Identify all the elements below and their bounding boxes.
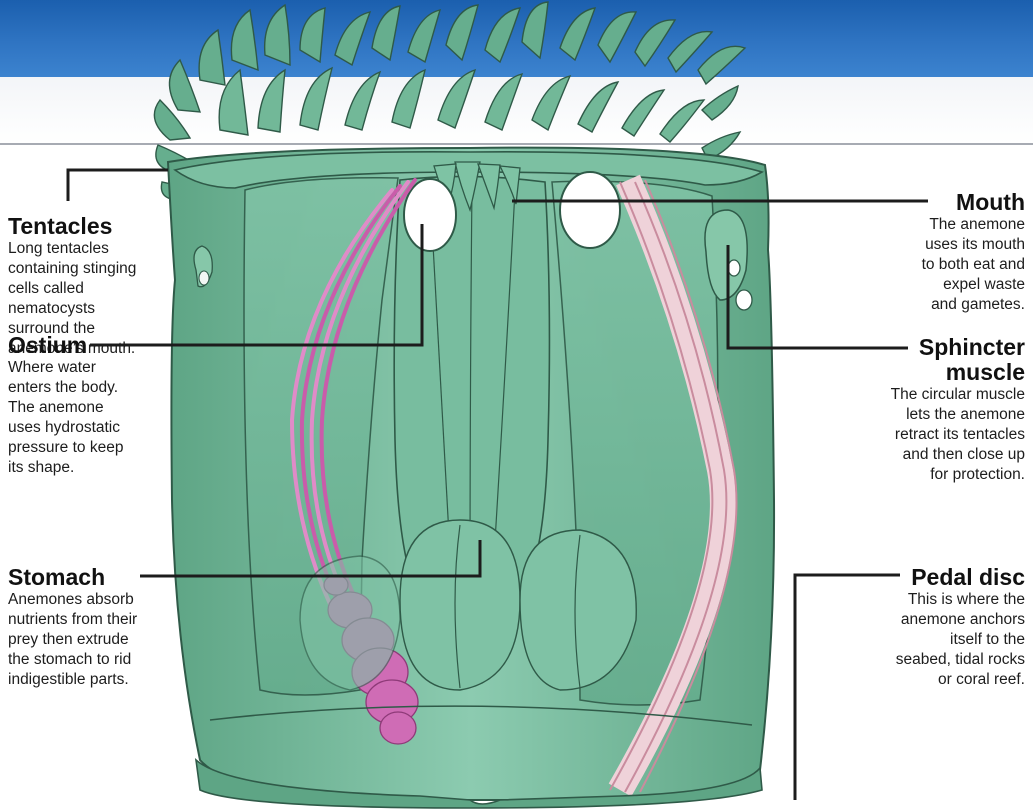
label-mouth: Mouth The anemone uses its mouth to both… [800,190,1025,315]
label-stomach: Stomach Anemones absorb nutrients from t… [8,565,233,690]
ostium-left [404,179,456,251]
label-sphincter: Sphincter muscle The circular muscle let… [800,335,1025,485]
mouth-title: Mouth [800,190,1025,215]
ostium-right [560,172,620,248]
ostium-title: Ostium [8,333,233,358]
mouth-desc: The anemone uses its mouth to both eat a… [800,215,1025,315]
stomach-desc: Anemones absorb nutrients from their pre… [8,590,233,690]
tentacles-title: Tentacles [8,214,233,239]
ostium-desc: Where water enters the body. The anemone… [8,358,233,478]
sphincter-title: Sphincter muscle [800,335,1025,385]
label-ostium: Ostium Where water enters the body. The … [8,333,233,478]
sphincter-desc: The circular muscle lets the anemone ret… [800,385,1025,485]
leader-tentacles [68,170,168,201]
pedal-disc-title: Pedal disc [800,565,1025,590]
pedal-disc-desc: This is where the anemone anchors itself… [800,590,1025,690]
stomach-title: Stomach [8,565,233,590]
tentacle-crown-front [219,68,704,142]
label-pedal-disc: Pedal disc This is where the anemone anc… [800,565,1025,690]
